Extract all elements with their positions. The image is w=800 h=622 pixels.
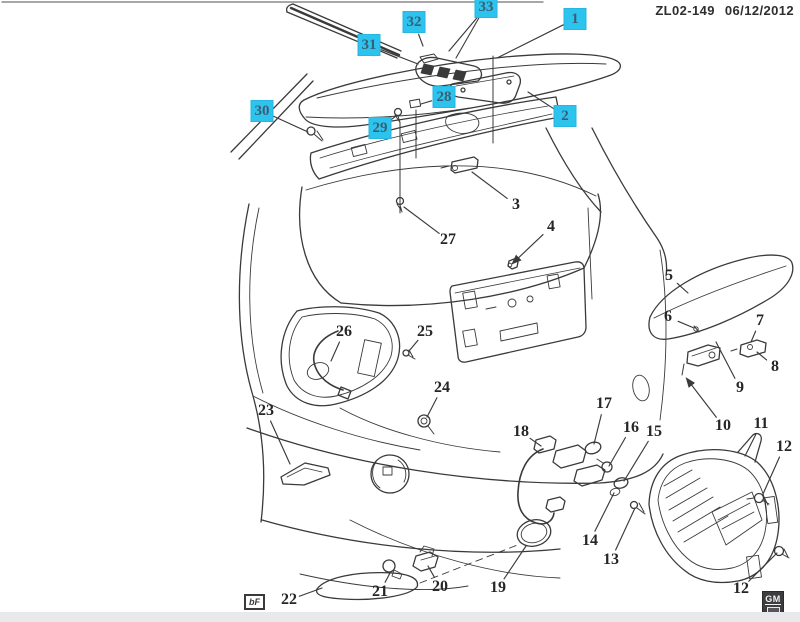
leader-line-32 [417, 33, 424, 47]
plot-code-box: bF [244, 594, 265, 610]
leader-line-31 [380, 49, 419, 65]
part-callout-14[interactable]: 14 [582, 532, 598, 549]
leader-line-3 [471, 171, 508, 199]
part-callout-27[interactable]: 27 [440, 231, 456, 248]
leader-line-25 [408, 339, 419, 352]
part-callout-19[interactable]: 19 [490, 579, 506, 596]
doc-code: ZL02-149 [655, 3, 715, 18]
part-callout-9[interactable]: 9 [736, 379, 744, 396]
part-callout-18[interactable]: 18 [513, 423, 529, 440]
leader-line-4 [511, 233, 544, 265]
part-callout-6[interactable]: 6 [664, 308, 672, 325]
leader-line-26 [330, 341, 341, 362]
part-callout-10[interactable]: 10 [715, 417, 731, 434]
part-callout-20[interactable]: 20 [432, 578, 448, 595]
leader-line-23 [269, 420, 291, 465]
leader-line-17 [593, 414, 602, 445]
leader-line-10 [685, 377, 717, 418]
part-callout-12[interactable]: 12 [776, 438, 792, 455]
part-callout-31[interactable]: 31 [357, 34, 381, 56]
leader-line-8 [756, 351, 768, 361]
leader-line-24 [426, 397, 438, 418]
gm-logo-text: GM [765, 594, 781, 605]
part-callout-11[interactable]: 11 [753, 415, 769, 432]
leader-line-33 [448, 16, 479, 52]
part-callout-24[interactable]: 24 [434, 379, 450, 396]
leader-line-30 [273, 115, 309, 133]
leader-line-1 [496, 24, 564, 59]
part-callout-8[interactable]: 8 [771, 358, 779, 375]
leader-line-12 [762, 456, 781, 495]
part-callout-5[interactable]: 5 [665, 267, 673, 284]
part-callout-30[interactable]: 30 [250, 100, 274, 122]
leader-line-18 [529, 437, 542, 447]
leader-line-16 [608, 436, 627, 467]
leader-line-13 [615, 507, 636, 551]
part-callout-4[interactable]: 4 [547, 218, 555, 235]
part-callout-28[interactable]: 28 [432, 86, 456, 108]
leader-line-5 [676, 282, 689, 294]
part-callout-21[interactable]: 21 [372, 583, 388, 600]
leader-line-2 [527, 91, 555, 110]
leader-line-7 [750, 330, 757, 343]
part-callout-2[interactable]: 2 [553, 105, 577, 127]
part-callout-15[interactable]: 15 [646, 423, 662, 440]
leader-line-20 [427, 565, 436, 579]
leader-line-14 [594, 492, 615, 532]
leader-line-21 [384, 572, 391, 583]
part-callout-32[interactable]: 32 [402, 11, 426, 33]
leader-line-9 [715, 341, 736, 379]
part-callout-33[interactable]: 33 [474, 0, 498, 18]
part-callout-29[interactable]: 29 [368, 117, 392, 139]
leader-line-11 [744, 433, 757, 457]
part-callout-16[interactable]: 16 [623, 419, 639, 436]
part-callout-23[interactable]: 23 [258, 402, 274, 419]
leader-line-27 [403, 206, 440, 234]
scan-edge-strip [0, 612, 800, 622]
leader-line-6 [677, 320, 695, 329]
doc-date: 06/12/2012 [724, 3, 794, 18]
leader-line-15 [623, 440, 649, 482]
part-callout-12[interactable]: 12 [733, 580, 749, 597]
part-callout-1[interactable]: 1 [563, 8, 587, 30]
part-callout-25[interactable]: 25 [417, 323, 433, 340]
part-callout-13[interactable]: 13 [603, 551, 619, 568]
leader-line-12 [748, 552, 778, 582]
leader-line-22 [298, 587, 323, 597]
part-callout-3[interactable]: 3 [512, 196, 520, 213]
leader-line-19 [503, 545, 527, 580]
doc-header: ZL02-149 06/12/2012 [649, 3, 794, 18]
part-callout-22[interactable]: 22 [281, 591, 297, 608]
part-callout-26[interactable]: 26 [336, 323, 352, 340]
part-callout-17[interactable]: 17 [596, 395, 612, 412]
gm-logo: GM [762, 591, 784, 617]
leader-line-28 [420, 100, 433, 105]
part-callout-7[interactable]: 7 [756, 312, 764, 329]
